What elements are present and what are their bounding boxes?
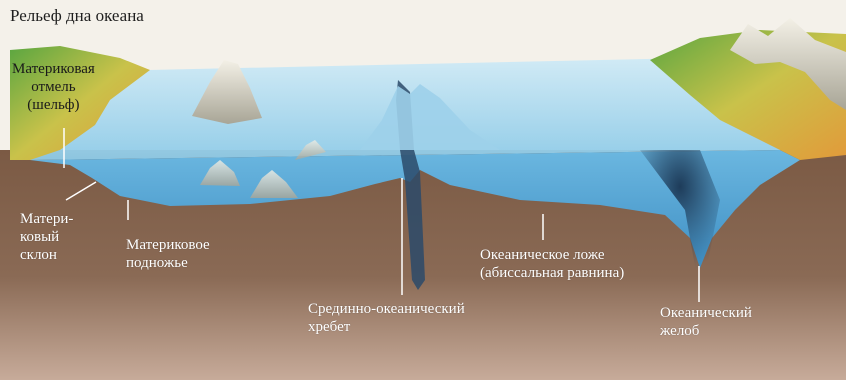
label-trench: Океанический желоб (660, 304, 752, 340)
label-slope-line-3: склон (20, 246, 73, 264)
label-ridge-line-1: Срединно-океанический (308, 300, 465, 318)
label-floor-line-2: (абиссальная равнина) (480, 264, 624, 282)
label-foot: Материковое подножье (126, 236, 210, 272)
label-slope: Матери- ковый склон (20, 210, 73, 264)
label-ridge: Срединно-океанический хребет (308, 300, 465, 336)
label-floor-line-1: Океаническое ложе (480, 246, 624, 264)
label-shelf: Материковая отмель (шельф) (12, 60, 95, 114)
label-foot-line-2: подножье (126, 254, 210, 272)
label-shelf-line-2: отмель (12, 78, 95, 96)
label-ridge-line-2: хребет (308, 318, 465, 336)
label-foot-line-1: Материковое (126, 236, 210, 254)
label-trench-line-1: Океанический (660, 304, 752, 322)
label-floor: Океаническое ложе (абиссальная равнина) (480, 246, 624, 282)
label-slope-line-1: Матери- (20, 210, 73, 228)
label-shelf-line-3: (шельф) (12, 96, 95, 114)
label-trench-line-2: желоб (660, 322, 752, 340)
diagram-title: Рельеф дна океана (10, 6, 144, 26)
label-slope-line-2: ковый (20, 228, 73, 246)
label-shelf-line-1: Материковая (12, 60, 95, 78)
